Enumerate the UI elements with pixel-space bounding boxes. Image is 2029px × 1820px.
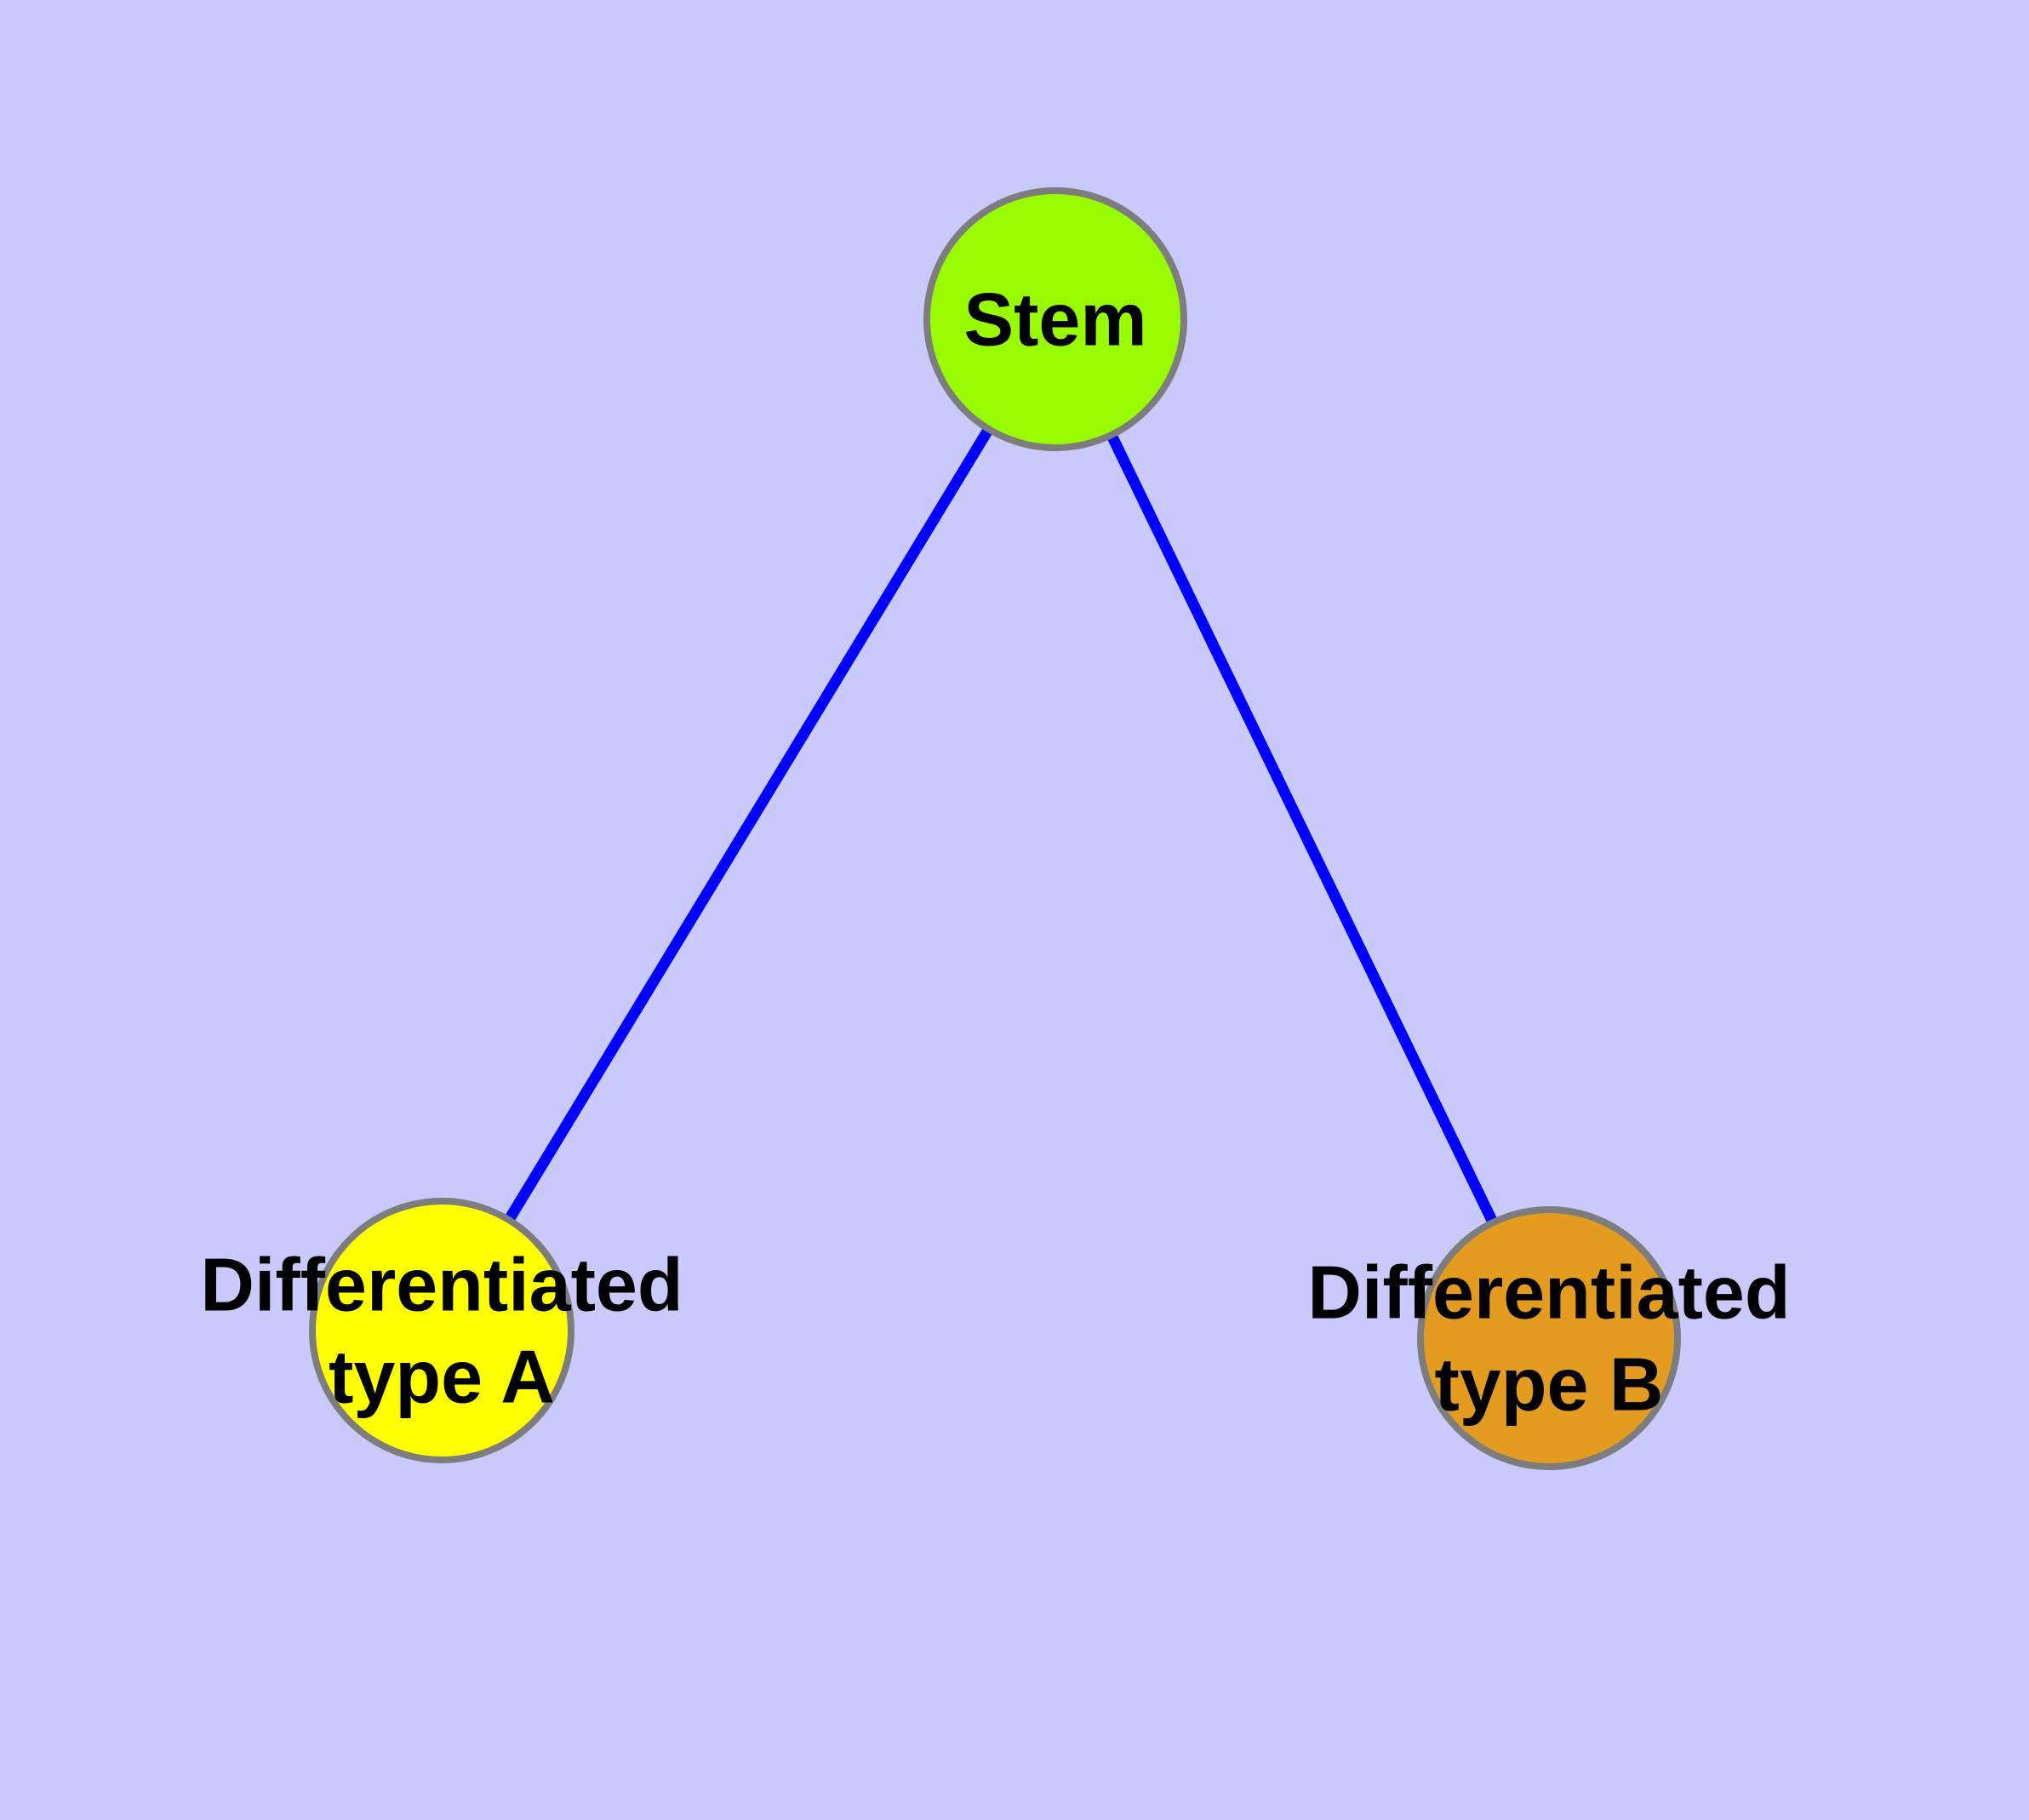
node-type-a-label-line2: type A [329, 1335, 555, 1419]
node-stem-label: Stem [963, 278, 1146, 362]
node-type-a-label-line1: Differentiated [200, 1243, 683, 1327]
node-type-b-label-line1: Differentiated [1307, 1251, 1790, 1335]
edge-stem-to-type-b [1050, 317, 1554, 1341]
node-type-a-circle [309, 1198, 574, 1463]
edge-stem-to-type-a [437, 316, 1060, 1334]
node-type-b-label-line2: type B [1435, 1342, 1664, 1427]
node-type-b-circle [1417, 1206, 1681, 1470]
node-stem-circle [923, 187, 1187, 451]
